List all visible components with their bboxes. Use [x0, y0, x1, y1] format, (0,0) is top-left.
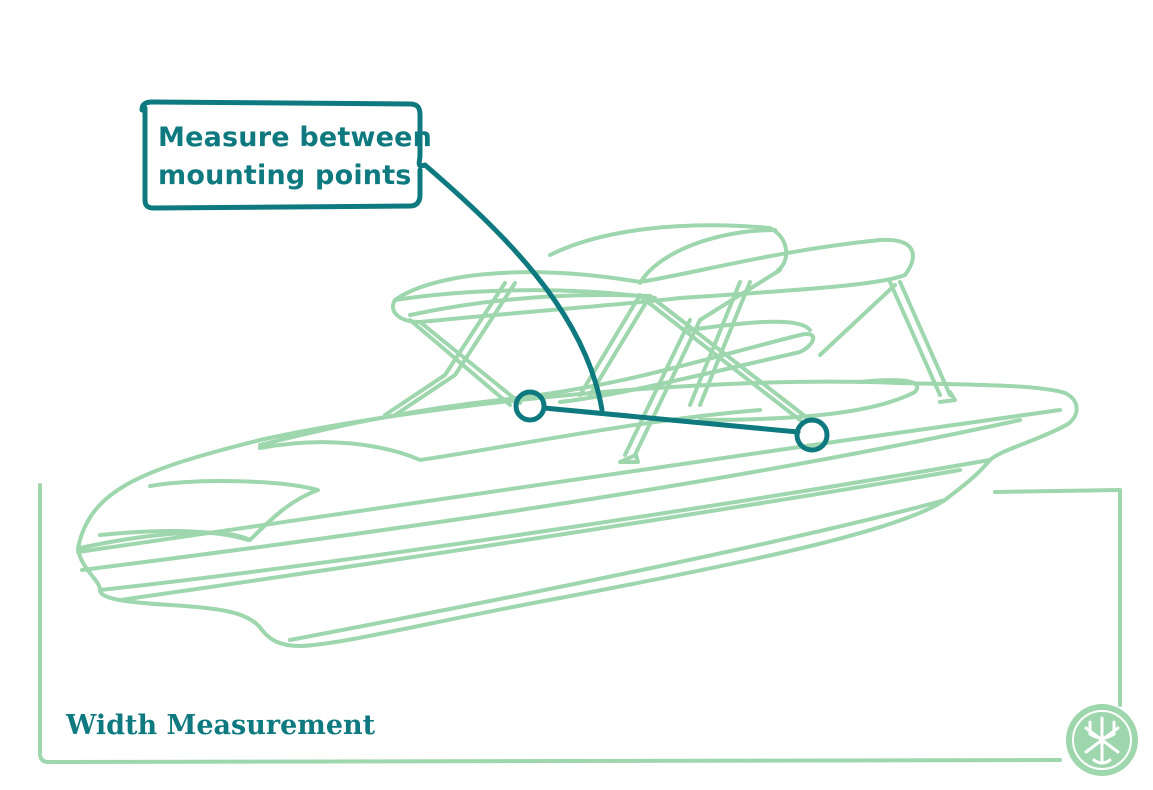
diagram-title: Width Measurement — [66, 710, 376, 741]
callout-leader-line — [139, 99, 605, 413]
anchor-trident-icon — [1066, 704, 1138, 776]
callout-label: Measure between mounting points — [158, 119, 433, 195]
width-line — [541, 405, 801, 435]
mount-point-right — [794, 417, 830, 453]
measurement-indicator — [139, 99, 830, 453]
callout-line-2: mounting points — [158, 160, 412, 191]
bimini-top — [383, 223, 952, 457]
boat-hull — [76, 319, 1079, 648]
callout-line-1: Measure between — [158, 122, 433, 153]
callout-box — [142, 105, 423, 211]
frame — [38, 483, 1122, 764]
